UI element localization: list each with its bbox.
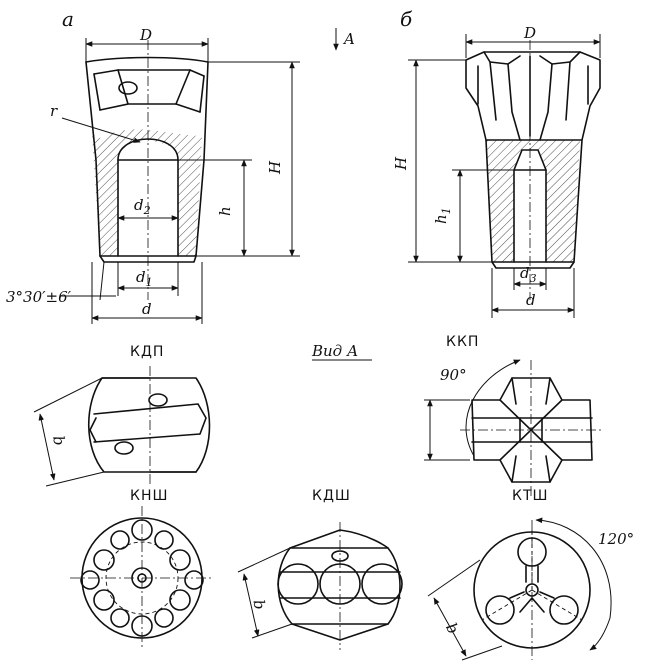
angle-kkp: 90°	[440, 366, 467, 384]
dim-h-a: h	[216, 206, 234, 216]
view-knsh: КНШ	[70, 488, 214, 650]
angle-ktsh: 120°	[598, 530, 634, 548]
body-hatching-a	[92, 129, 202, 256]
dim-d1: d1	[136, 268, 153, 289]
dim-H-b: H	[392, 156, 410, 171]
dim-r: r	[50, 102, 58, 120]
bit-section-view-a: а D H h r d2	[6, 7, 300, 324]
label-ktsh: КТШ	[512, 488, 548, 504]
dim-D-a: D	[139, 26, 152, 44]
dim-D-b: D	[523, 24, 536, 42]
label-knsh: КНШ	[130, 488, 168, 504]
view-kdsh: КДШ b	[237, 488, 403, 650]
dim-d-a: d	[142, 300, 152, 318]
dim-b-kdsh: b	[249, 598, 268, 611]
dim-b-kdp: b	[49, 434, 68, 447]
body-hatching-b	[486, 140, 580, 262]
dim-d3: d3	[520, 264, 537, 285]
view-kkp: ККП 90°	[424, 334, 604, 498]
bit-section-view-b: б D H h1 d3 d	[392, 7, 601, 318]
label-kdp: КДП	[130, 344, 164, 360]
dim-b-ktsh: b	[442, 620, 462, 637]
dim-h1: h1	[432, 207, 453, 224]
dim-d-b: d	[526, 291, 536, 309]
dim-H-a: H	[266, 160, 284, 175]
label-kdsh: КДШ	[312, 488, 351, 504]
flush-hole-a	[118, 81, 138, 95]
dim-d2: d2	[134, 196, 151, 217]
view-kdp: КДП b	[33, 344, 211, 487]
label-kkp: ККП	[446, 334, 479, 350]
view-a-mark: а	[62, 7, 74, 31]
view-ktsh: КТШ b 120°	[427, 488, 634, 661]
view-b-mark: б	[400, 7, 413, 31]
view-title: Вид А	[311, 342, 358, 360]
svg-text:A: A	[342, 30, 355, 48]
dim-taper: 3°30′±6′	[6, 288, 72, 306]
view-direction-a: A	[333, 28, 355, 51]
